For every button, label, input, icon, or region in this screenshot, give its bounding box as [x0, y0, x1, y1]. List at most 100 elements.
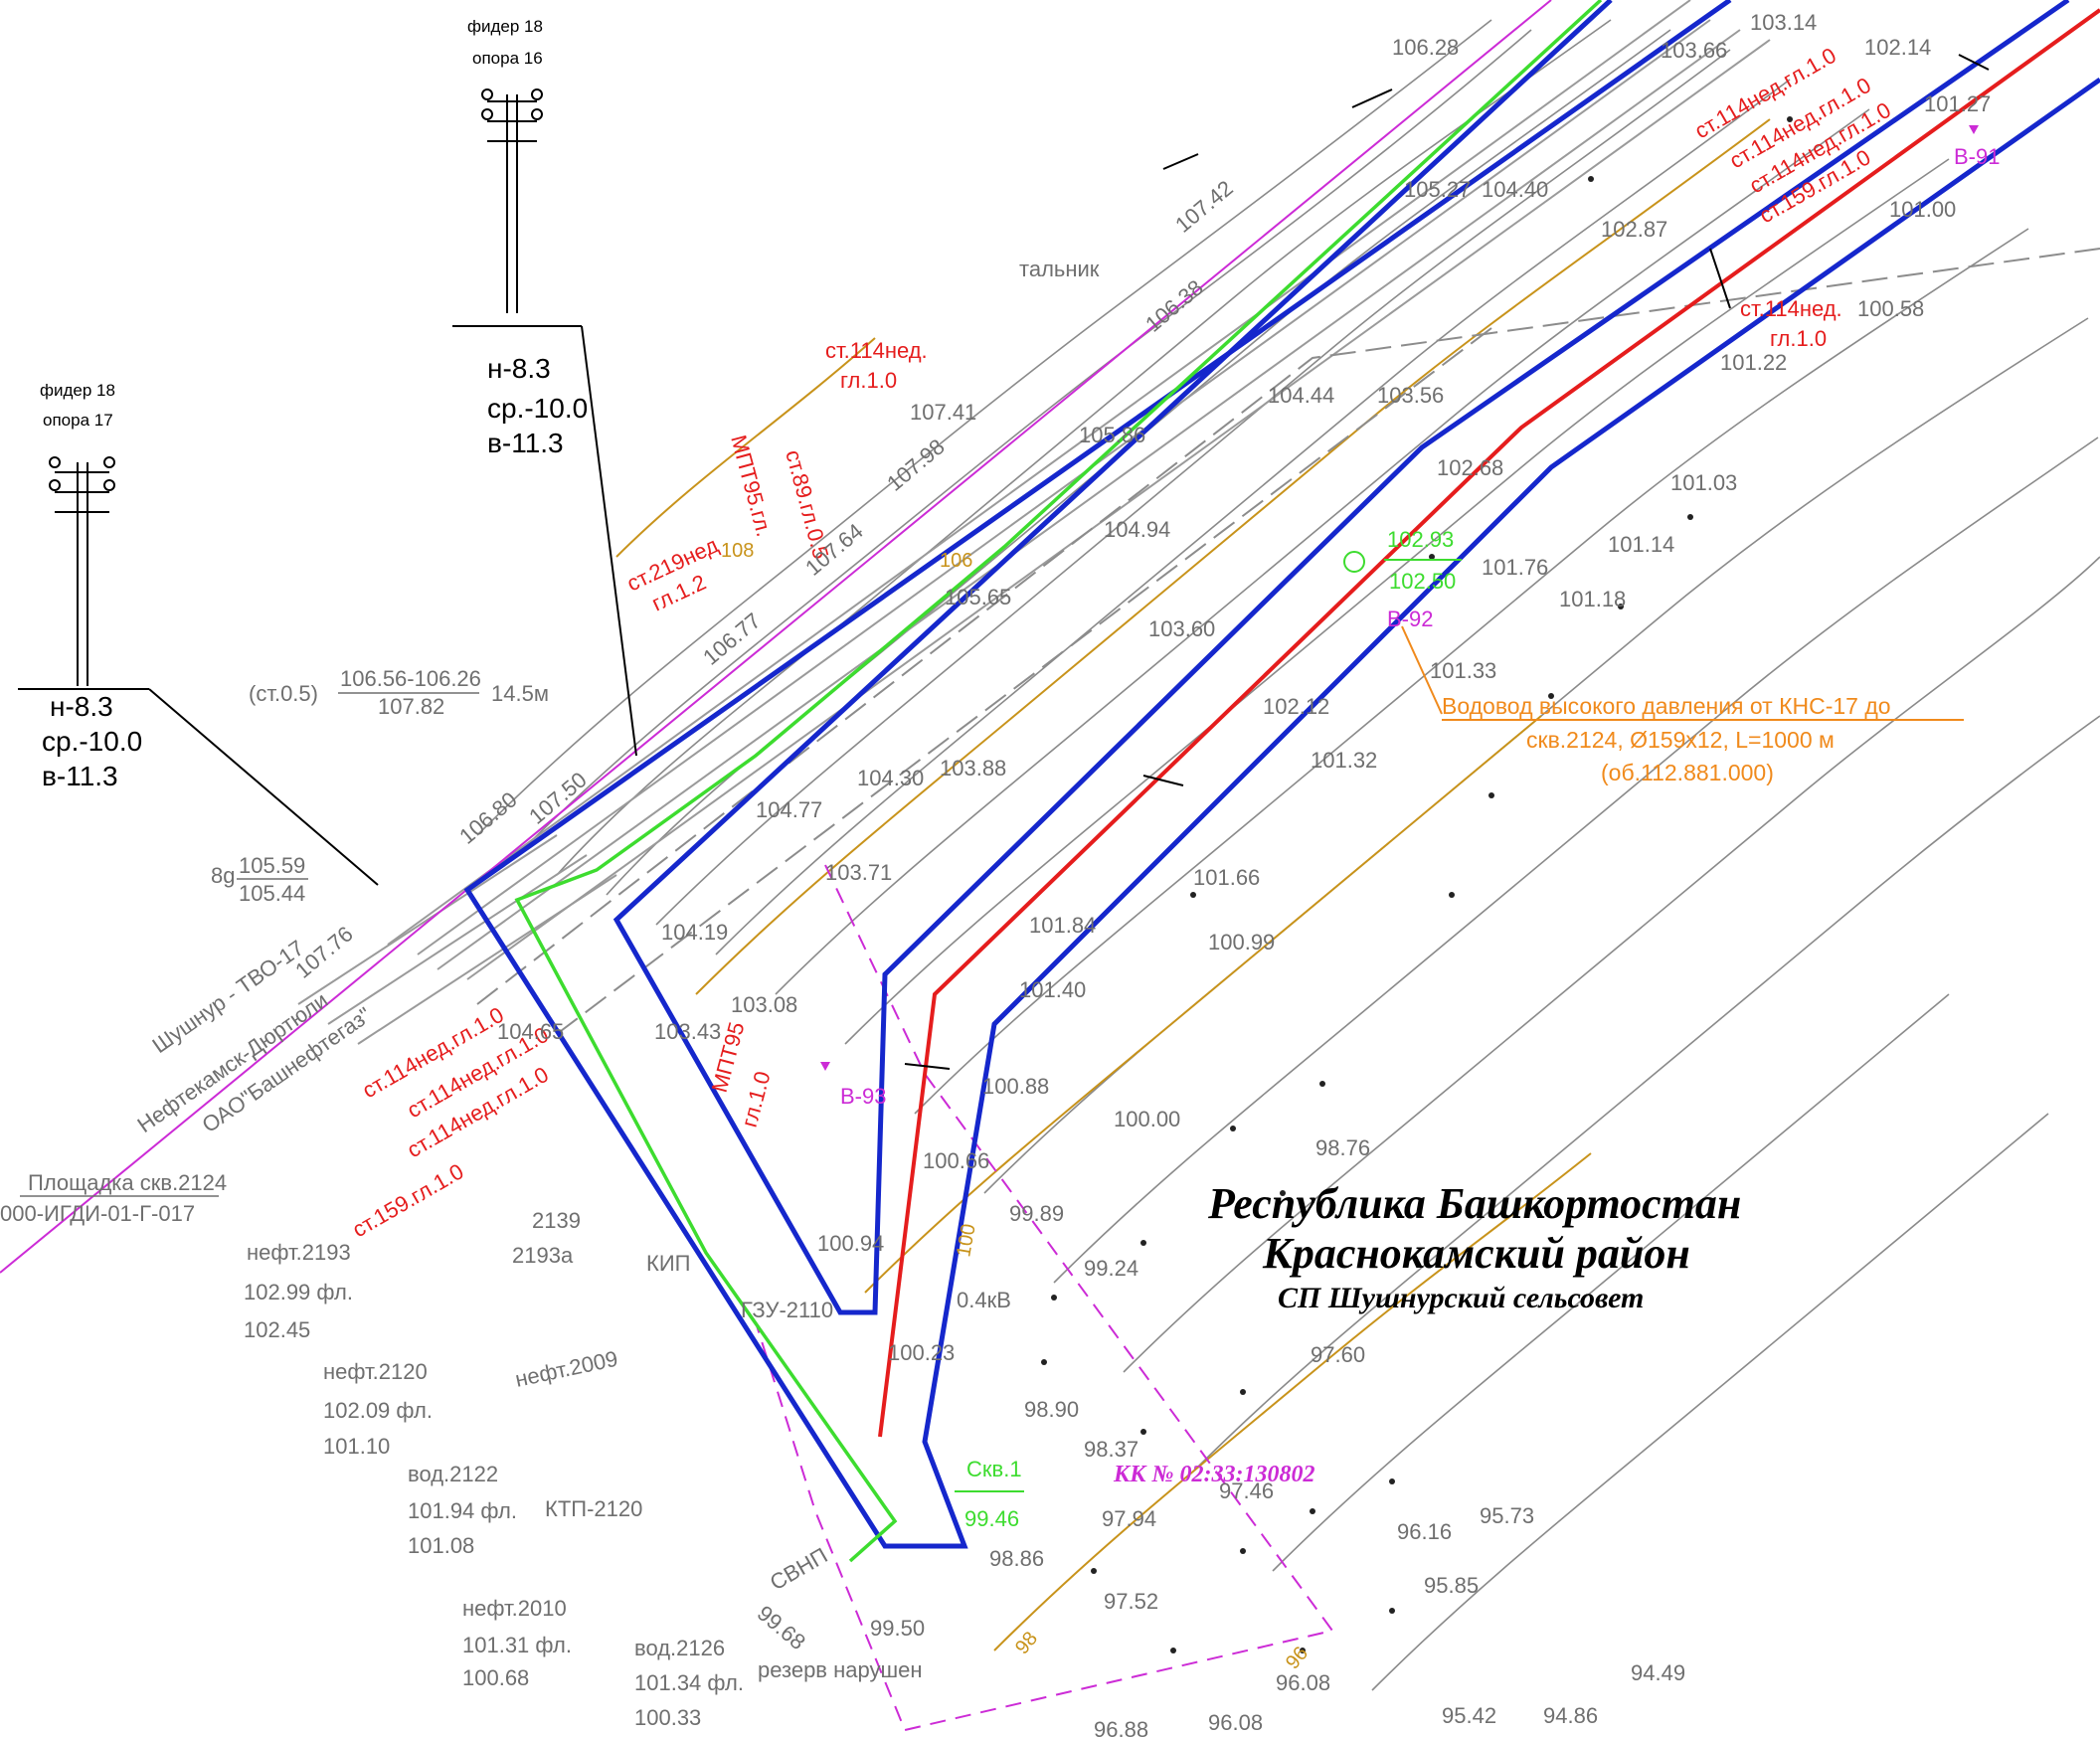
elevation: 104.30 — [857, 766, 924, 790]
pipeline-note-leader — [1401, 625, 1443, 715]
pipeline-note-title: Водовод высокого давления от КНС-17 до — [1442, 693, 1891, 719]
elevation: 97.94 — [1102, 1506, 1156, 1531]
elevation: 107.42 — [1170, 175, 1238, 237]
elevation: 105.65 — [945, 585, 1011, 609]
elevation: 94.86 — [1543, 1703, 1598, 1728]
site-code: 000-ИГДИ-01-Г-017 — [0, 1201, 195, 1226]
contour-label: 96 — [1282, 1643, 1312, 1673]
elevation: 102.68 — [1437, 455, 1503, 480]
well-2126-b: 100.33 — [634, 1705, 701, 1730]
elevation: 103.14 — [1750, 10, 1817, 35]
elevation: 103.43 — [654, 1019, 721, 1044]
pipe-label: гл.1.0 — [737, 1069, 776, 1130]
contour-label: 100 — [953, 1222, 979, 1259]
well-label: В-93 — [840, 1084, 886, 1109]
well-label: В-92 — [1387, 607, 1433, 631]
well-2010: нефт.2010 — [462, 1596, 567, 1621]
elevation: 103.66 — [1661, 38, 1727, 63]
pole16-feeder: фидер 18 — [467, 17, 543, 36]
elevation: 97.46 — [1219, 1478, 1274, 1503]
fraction-bottom: 107.82 — [378, 694, 444, 719]
label-svnp: СВНП — [766, 1543, 831, 1596]
elevation: 101.76 — [1482, 555, 1548, 580]
pole16-n: н-8.3 — [487, 353, 551, 384]
title-selsovet: СП Шушнурский сельсовет — [1278, 1282, 1644, 1314]
elevation: 106.28 — [1392, 35, 1459, 60]
well-2010-a: 101.31 фл. — [462, 1633, 572, 1657]
cadastral-number: КК № 02:33:130802 — [1113, 1462, 1315, 1487]
pipe-label: МПТ95.гл. — [726, 433, 777, 540]
contour-label: 98 — [1011, 1628, 1042, 1658]
well-marker-green — [1343, 551, 1365, 573]
green-elev: 102.50 — [1389, 569, 1456, 594]
pole17-v: в-11.3 — [42, 761, 118, 791]
well-2122-a: 101.94 фл. — [408, 1498, 517, 1523]
well-2010-b: 100.68 — [462, 1665, 529, 1690]
elevation: 100.58 — [1857, 296, 1924, 321]
pole16-v: в-11.3 — [487, 428, 564, 458]
label-kip: КИП — [646, 1251, 690, 1276]
elevation: 102.14 — [1864, 35, 1931, 60]
pole17-number: опора 17 — [43, 411, 113, 430]
elevation: 101.33 — [1430, 658, 1496, 683]
elevation: 103.08 — [731, 992, 797, 1017]
elevation: 100.66 — [923, 1148, 989, 1173]
elevation: 96.16 — [1397, 1519, 1452, 1544]
station-markers — [904, 54, 1990, 1070]
well-2193: нефт.2193 — [247, 1240, 351, 1265]
label-gzu: ГЗУ-2110 — [741, 1298, 833, 1322]
elevation: 96.08 — [1276, 1670, 1330, 1695]
elevation: 95.73 — [1480, 1503, 1534, 1528]
well-label: В-91 — [1954, 144, 2000, 169]
fraction-suffix: 14.5м — [491, 681, 549, 706]
pole17-sr: ср.-10.0 — [42, 726, 142, 757]
elevation: 105.86 — [1079, 423, 1145, 447]
elevation: 96.88 — [1094, 1717, 1148, 1737]
vd-bottom: 105.44 — [239, 881, 305, 906]
elevation: 101.00 — [1889, 197, 1956, 222]
power-pole-17 — [18, 325, 637, 886]
contour-label: 106 — [940, 550, 972, 572]
elevation: 101.22 — [1720, 350, 1787, 375]
elevation: 101.66 — [1193, 865, 1260, 890]
pipeline-note-spec: скв.2124, Ø159x12, L=1000 м — [1526, 727, 1835, 753]
elevation: 98.37 — [1084, 1437, 1138, 1462]
elevation: 103.56 — [1377, 383, 1444, 408]
pipe-label: ст.114нед. — [1740, 296, 1842, 321]
elevation: 101.27 — [1924, 91, 1991, 116]
well-marker — [820, 1062, 830, 1071]
label-ktp: КТП-2120 — [545, 1496, 642, 1521]
elevation: 101.14 — [1608, 532, 1674, 557]
green-elev: 99.46 — [964, 1506, 1019, 1531]
elevation: 101.84 — [1029, 913, 1096, 938]
elevation: 104.44 — [1268, 383, 1334, 408]
fraction-prefix: (ст.0.5) — [249, 681, 318, 706]
elevation: 100.99 — [1208, 930, 1275, 955]
well-2193-a: 102.99 фл. — [244, 1280, 353, 1304]
elevation: 100.00 — [1114, 1107, 1180, 1131]
pipeline-corridor — [297, 0, 1771, 1045]
elevation: 95.85 — [1424, 1573, 1479, 1598]
elevation: 100.23 — [888, 1340, 955, 1365]
label-2193a: 2193а — [512, 1243, 574, 1268]
label-talnik: тальник — [1019, 257, 1100, 281]
green-elev: Скв.1 — [966, 1457, 1022, 1481]
contour-label: 108 — [721, 540, 754, 562]
title-republic: Республика Башкортостан — [1207, 1179, 1741, 1228]
elevation: 98.86 — [989, 1546, 1044, 1571]
well-2122: вод.2122 — [408, 1462, 498, 1486]
site-label: Площадка скв.2124 — [28, 1170, 227, 1195]
pole16-number: опора 16 — [472, 49, 543, 68]
elevation: 107.41 — [910, 400, 976, 425]
well-2120: нефт.2120 — [323, 1359, 428, 1384]
elevation: 97.60 — [1311, 1342, 1365, 1367]
label-rezerv: резерв нарушен — [758, 1657, 923, 1682]
well-2120-b: 101.10 — [323, 1434, 390, 1459]
elevation: 104.77 — [756, 797, 822, 822]
elevation: 102.87 — [1601, 217, 1667, 242]
elevation-labels: 103.14 102.14 101.27 103.66 106.28 105.2… — [290, 10, 1991, 1737]
elevation: 103.71 — [825, 860, 892, 885]
elevation: 97.52 — [1104, 1589, 1158, 1614]
elevation: 98.76 — [1315, 1135, 1370, 1160]
